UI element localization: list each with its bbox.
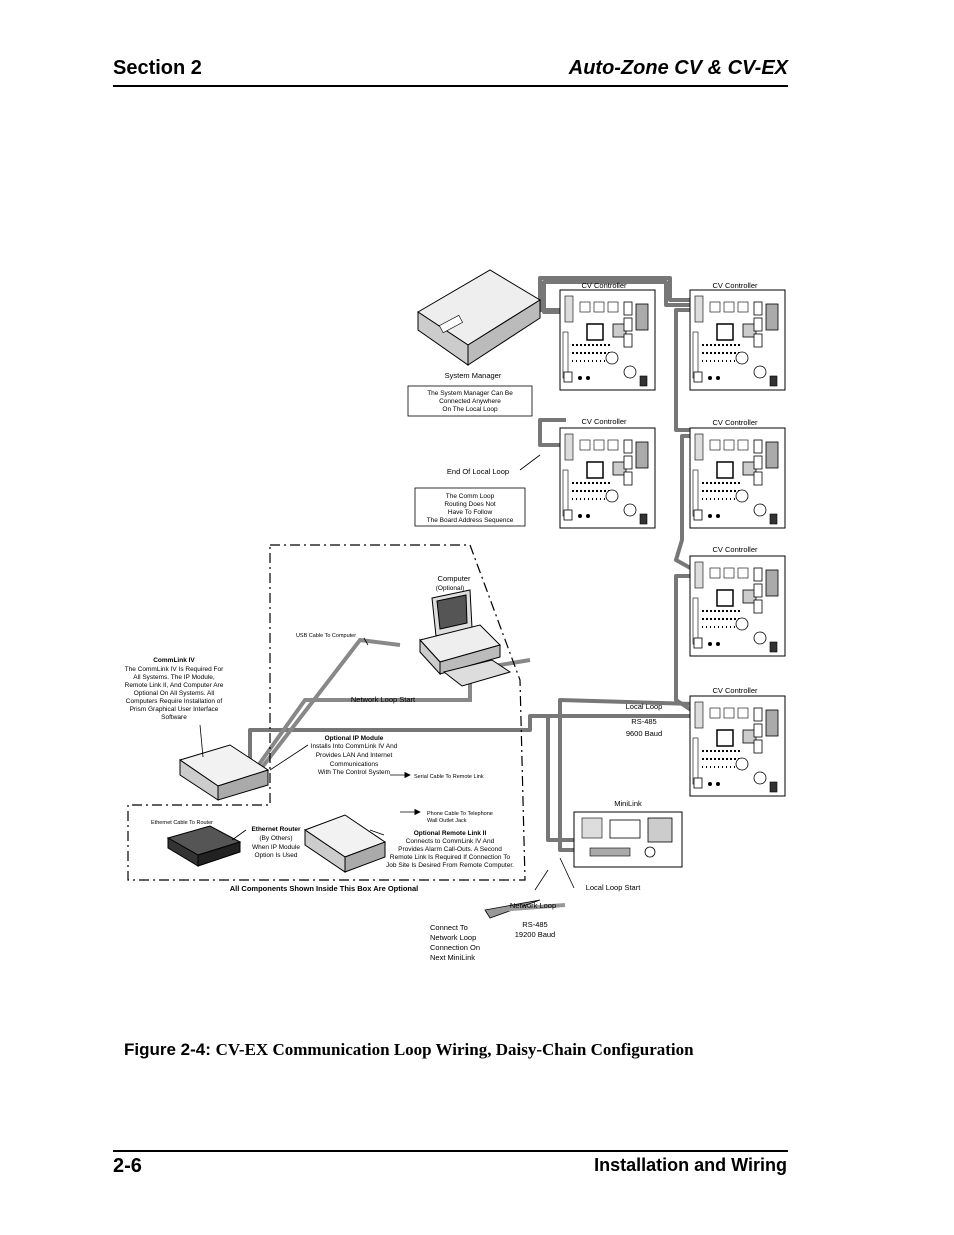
connect-note-1: Connect To [430,923,468,932]
local-loop-label: Local Loop [626,702,663,711]
controller-label-4: CV Controller [712,418,758,427]
optional-box-note: All Components Shown Inside This Box Are… [230,884,418,893]
computer-label: Computer [438,574,471,583]
cv-controller-5 [689,555,786,657]
optional-box [127,544,526,881]
router-title: Ethernet Router [251,826,301,833]
router-note-2: When IP Module [252,844,300,851]
routing-note-3: Have To Follow [448,509,493,516]
routing-note-2: Routing Does Not [444,501,495,508]
local-loop-start-label: Local Loop Start [586,883,642,892]
remote-link-note-4: Job Site Is Desired From Remote Computer… [386,862,514,869]
page-number: 2-6 [113,1155,142,1177]
phone-cable-2: Wall Outlet Jack [427,818,467,824]
ip-module-note-1: Installs Into CommLink IV And [311,743,398,750]
ip-module-title: Optional IP Module [325,735,384,742]
controller-label-6: CV Controller [712,686,758,695]
figure-caption: Figure 2-4: CV-EX Communication Loop Wir… [124,1040,694,1060]
serial-cable-label: Serial Cable To Remote Link [414,774,484,780]
network-loop-spec-2: 19200 Baud [515,930,555,939]
cv-controller-6 [689,695,786,797]
remote-link-device [303,814,387,873]
end-local-loop-label: End Of Local Loop [447,467,509,476]
router-note-3: Option Is Used [255,852,298,859]
commlink-note-6: Prism Graphical User Interface [130,706,219,713]
network-loop-label: Network Loop [510,901,556,910]
sm-note-1: The System Manager Can Be [427,390,513,397]
system-manager-device [417,269,541,366]
remote-link-note-3: Remote Link Is Required If Connection To [390,854,511,861]
remote-link-note-1: Connects to CommLink IV And [406,838,495,845]
controller-label-5: CV Controller [712,545,758,554]
connect-note-3: Connection On [430,943,480,952]
phone-cable-1: Phone Cable To Telephone [427,811,493,817]
minilink-board [573,811,683,868]
commlink-note-5: Computers Require Installation of [126,698,223,705]
chapter-title: Installation and Wiring [594,1155,787,1175]
product-header: Auto-Zone CV & CV-EX [568,57,788,79]
figure-title: CV-EX Communication Loop Wiring, Daisy-C… [215,1040,694,1059]
routing-note-1: The Comm Loop [446,493,495,500]
network-loop-start-label: Network Loop Start [351,695,416,704]
connect-note-4: Next MiniLink [430,953,475,962]
commlink-title: CommLink IV [153,657,195,664]
comm-wiring [248,276,696,852]
network-loop-spec-1: RS-485 [522,920,547,929]
figure-label: Figure 2-4: [124,1040,211,1059]
usb-cable-label: USB Cable To Computer [296,633,356,639]
cv-controller-2 [689,289,786,391]
ip-module-note-2: Provides LAN And Internet [316,752,393,759]
cv-controller-4 [689,427,786,529]
system-manager-label: System Manager [445,371,502,380]
header-rule [113,85,788,87]
commlink-note-3: Remote Link II, And Computer Are [125,682,224,689]
sm-note-2: Connected Anywhere [439,398,501,405]
system-manager-note-box [407,385,533,417]
remote-link-title: Optional Remote Link II [414,830,487,837]
footer-rule [113,1150,788,1152]
commlink-note-4: Optional On All Systems. All [134,690,215,697]
local-loop-spec-1: RS-485 [631,717,656,726]
commlink-note-2: All Systems. The IP Module, [133,674,215,681]
router-note-1: (By Others) [259,835,292,842]
section-header: Section 2 [113,57,202,79]
ethernet-cable-label: Ethernet Cable To Router [151,820,213,826]
cv-controller-3 [559,427,656,529]
commlink-device [178,744,270,801]
remote-link-note-2: Provides Alarm Call-Outs. A Second [398,846,502,853]
ip-module-note-4: With The Control System [318,769,390,776]
controller-label-3: CV Controller [581,417,627,426]
ethernet-router-device [166,825,242,867]
commlink-note-1: The CommLink IV Is Required For [125,666,224,673]
local-loop-spec-2: 9600 Baud [626,729,662,738]
controller-label-2: CV Controller [712,281,758,290]
connect-note-2: Network Loop [430,933,476,942]
ip-module-note-3: Communications [330,761,379,768]
computer-optional-label: (Optional) [436,585,465,592]
controller-label-1: CV Controller [581,281,627,290]
sm-note-3: On The Local Loop [442,406,498,413]
cv-controller-1 [559,289,656,391]
routing-note-4: The Board Address Sequence [427,517,514,524]
commlink-note-7: Software [161,714,187,721]
computer-device [419,589,512,687]
minilink-label: MiniLink [614,799,642,808]
routing-note-box [414,487,526,527]
